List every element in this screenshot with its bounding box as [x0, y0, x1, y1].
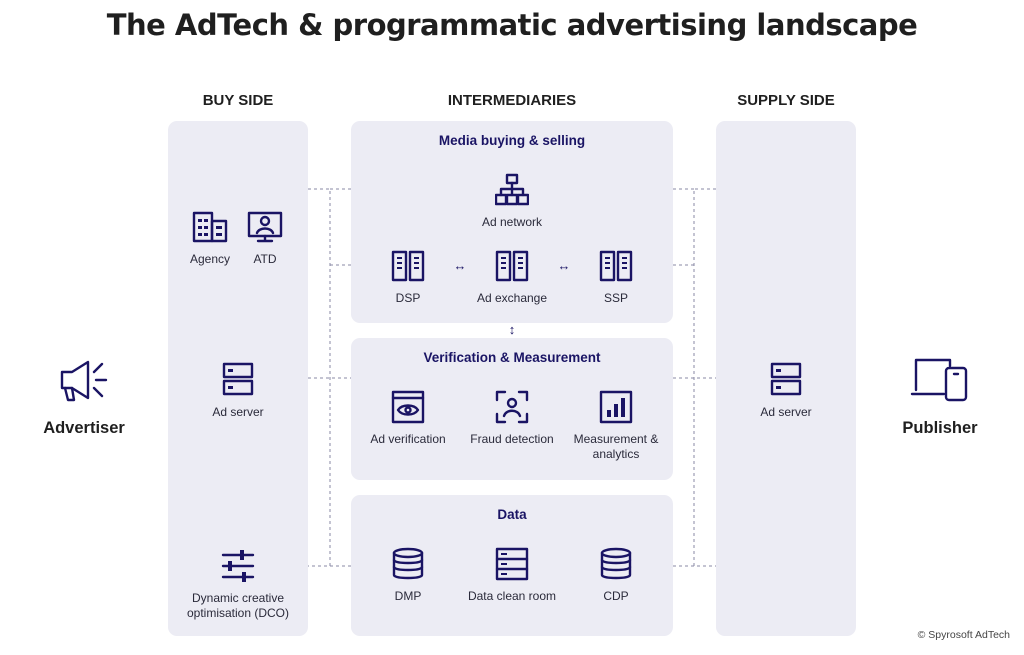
data-clean-room: Data clean room — [457, 547, 567, 604]
cdp: CDP — [561, 547, 671, 604]
bar-chart-icon — [599, 390, 633, 424]
media-buying-panel: Media buying & selling Ad network DSP ↔ … — [351, 121, 673, 323]
dsp-label: DSP — [395, 291, 421, 305]
advertiser: Advertiser — [19, 356, 149, 438]
data-panel: Data DMP Data clean room CDP — [351, 495, 673, 636]
sliders-icon — [221, 550, 255, 582]
agency: Agency — [155, 210, 265, 267]
verification-title: Verification & Measurement — [423, 350, 601, 365]
devices-icon — [910, 358, 968, 402]
server-rack-icon — [599, 250, 633, 282]
server-icon — [770, 362, 802, 396]
database-icon — [392, 547, 424, 580]
supply-ad-server: Ad server — [731, 361, 841, 420]
fraud-detection-label: Fraud detection — [470, 432, 554, 446]
dmp-label: DMP — [394, 589, 422, 603]
media-buying-title: Media buying & selling — [438, 133, 586, 148]
data-clean-room-label: Data clean room — [467, 589, 557, 603]
supply-side-heading: SUPPLY SIDE — [737, 92, 835, 109]
dmp: DMP — [353, 547, 463, 604]
face-scan-icon — [495, 390, 529, 424]
ad-exchange: Ad exchange — [457, 249, 567, 306]
verification-panel: Verification & Measurement Ad verificati… — [351, 338, 673, 480]
server-rack-icon — [391, 250, 425, 282]
page-title: The AdTech & programmatic advertising la… — [106, 8, 918, 42]
network-hierarchy-icon — [495, 173, 529, 206]
atd-label: ATD — [253, 252, 277, 266]
ad-network-label: Ad network — [481, 215, 543, 229]
dsp: DSP — [353, 249, 463, 306]
ad-exchange-label: Ad exchange — [476, 291, 548, 305]
dco-label: Dynamic creative optimisation (DCO) — [186, 591, 290, 620]
measurement-label: Measurement & analytics — [573, 432, 659, 461]
ad-network: Ad network — [457, 173, 567, 230]
ad-verification-label: Ad verification — [370, 432, 446, 446]
cdp-label: CDP — [603, 589, 629, 603]
monitor-user-icon — [247, 211, 283, 243]
copyright: © Spyrosoft AdTech — [917, 629, 1010, 641]
buy-side-heading: BUY SIDE — [202, 92, 274, 109]
atd: ATD — [210, 210, 320, 267]
ssp-label: SSP — [603, 291, 628, 305]
intermediaries-heading: INTERMEDIARIES — [447, 92, 577, 109]
building-icon — [192, 211, 228, 243]
media-verification-arrow: ↕ — [508, 322, 516, 337]
agency-label: Agency — [189, 252, 231, 266]
ad-verification: Ad verification — [353, 390, 463, 447]
server-stack-icon — [495, 547, 529, 581]
buy-bracket-outer — [308, 188, 331, 567]
data-title: Data — [497, 507, 527, 522]
fraud-detection: Fraud detection — [457, 390, 567, 447]
buy-ad-server: Ad server — [183, 361, 293, 420]
database-icon — [600, 547, 632, 580]
ssp: SSP — [561, 249, 671, 306]
advertiser-label: Advertiser — [43, 419, 125, 437]
exchange-ssp-arrow: ↔ — [557, 258, 571, 273]
window-eye-icon — [391, 390, 425, 424]
buy-side-panel: Agency ATD Ad server Dynamic creative op… — [168, 121, 308, 636]
server-icon — [222, 362, 254, 396]
server-rack-icon — [495, 250, 529, 282]
publisher-label: Publisher — [902, 419, 978, 437]
publisher: Publisher — [875, 354, 1005, 438]
buy-ad-server-label: Ad server — [212, 405, 264, 419]
dco: Dynamic creative optimisation (DCO) — [168, 549, 308, 621]
supply-side-panel: Ad server — [716, 121, 856, 636]
supply-ad-server-label: Ad server — [760, 405, 812, 419]
dsp-exchange-arrow: ↔ — [453, 258, 467, 273]
measurement-analytics: Measurement & analytics — [561, 390, 671, 462]
megaphone-icon — [60, 360, 108, 402]
